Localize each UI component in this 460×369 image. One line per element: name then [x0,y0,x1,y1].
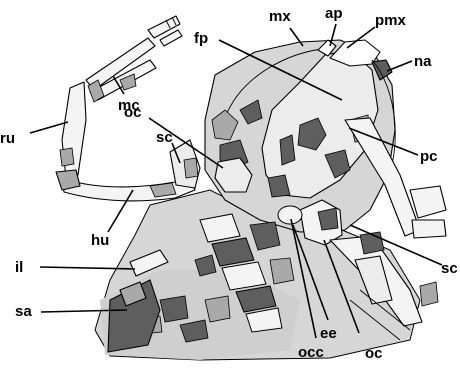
label-ee: ee [320,325,337,342]
label-fp: fp [194,30,208,47]
dark-fragment [160,296,188,322]
label-occ: occ [298,344,324,361]
elbow-patch [60,148,74,166]
right-hand [410,186,446,218]
label-mc: mc [118,97,140,114]
label-sc-left: sc [156,129,173,146]
label-mx: mx [269,8,291,25]
dark-fragment [270,258,294,284]
label-il: il [15,259,23,276]
dark-otic-patch [318,208,338,230]
label-hu: hu [91,232,109,249]
leader-ru [30,122,68,133]
label-ap: ap [325,5,343,22]
label-pmx: pmx [375,12,407,29]
right-patch [420,282,438,306]
skull-patch [280,135,295,165]
right-hand [412,220,446,238]
radioulna-joint [56,170,80,190]
label-pc: pc [420,148,438,165]
occipital-condyle [278,206,302,224]
dark-fragment [205,296,230,322]
humerus-patch [150,183,176,197]
label-ru: ru [0,130,15,147]
scapula-patch [184,158,198,178]
label-oc-lower: oc [365,345,383,362]
label-sc-right: sc [441,260,458,277]
label-sa: sa [15,303,32,320]
leader-na [387,61,412,71]
label-na: na [414,53,432,70]
